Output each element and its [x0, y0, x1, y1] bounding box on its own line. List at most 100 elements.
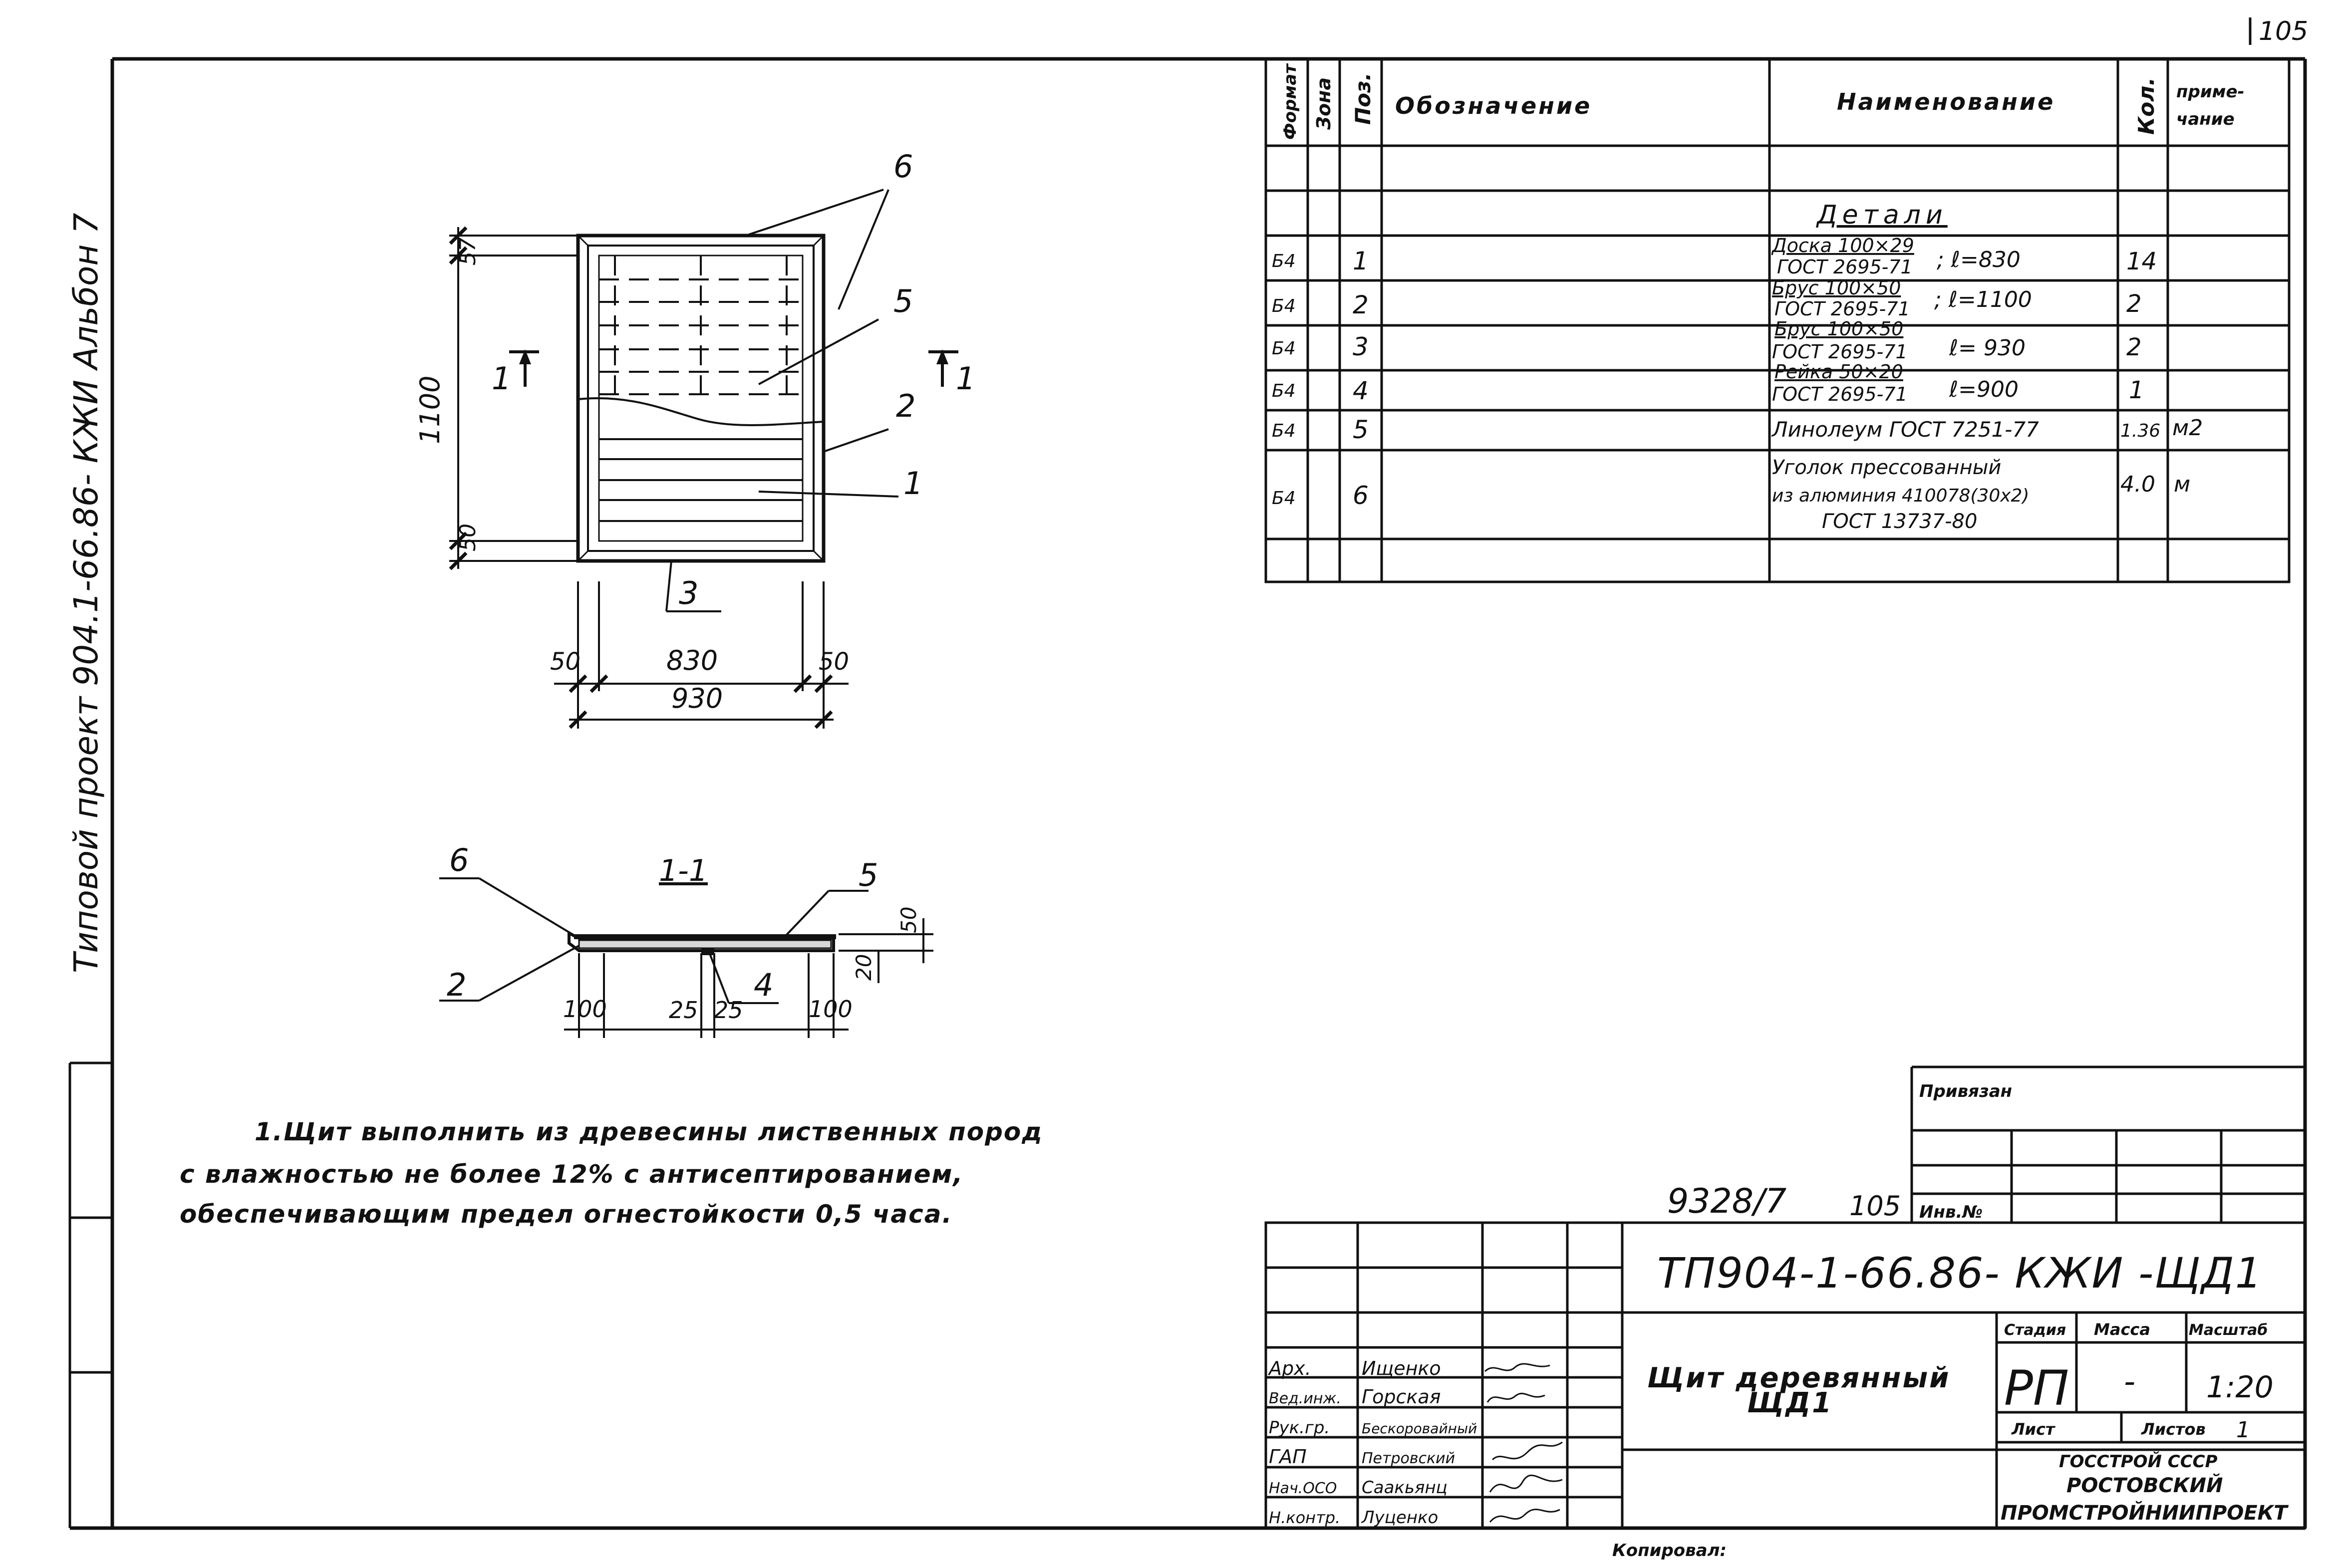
- svg-text:Б4: Б4: [1272, 338, 1296, 359]
- svg-text:4: 4: [1353, 376, 1369, 405]
- col-zone: Зона: [1313, 77, 1335, 130]
- document-name: Щит деревянный: [1647, 1362, 1950, 1394]
- svg-text:1: 1: [1353, 247, 1369, 275]
- svg-text:Вед.инж.: Вед.инж.: [1269, 1390, 1341, 1407]
- svg-text:2: 2: [1353, 290, 1369, 319]
- svg-text:4.0: 4.0: [2120, 472, 2155, 497]
- svg-text:Б4: Б4: [1272, 421, 1296, 441]
- svg-text:5: 5: [893, 283, 913, 319]
- binding-label: Привязан: [1919, 1081, 2012, 1101]
- scale-label: Масштаб: [2189, 1321, 2268, 1339]
- note-line: обеспечивающим предел огнестойкости 0,5 …: [180, 1200, 952, 1229]
- general-notes: 1.Щит выполнить из древесины лиственных …: [180, 1117, 1043, 1229]
- sheets-value: 1: [2236, 1417, 2250, 1443]
- svg-text:Уголок прессованный: Уголок прессованный: [1772, 456, 2001, 479]
- copied-by: Копировал:: [1612, 1541, 1727, 1561]
- svg-text:4: 4: [754, 967, 773, 1003]
- svg-text:Линолеум ГОСТ 7251-77: Линолеум ГОСТ 7251-77: [1771, 417, 2039, 442]
- svg-text:; ℓ=1100: ; ℓ=1100: [1934, 287, 2032, 312]
- col-designation: Обозначение: [1395, 92, 1592, 119]
- svg-text:1.36: 1.36: [2120, 421, 2160, 441]
- svg-text:ГОСТ 2695-71: ГОСТ 2695-71: [1772, 341, 1908, 363]
- svg-text:; ℓ=830: ; ℓ=830: [1937, 247, 2021, 272]
- col-qty: Кол.: [2134, 77, 2159, 135]
- svg-text:Бескоровайный: Бескоровайный: [1362, 1420, 1477, 1437]
- svg-text:ℓ=900: ℓ=900: [1949, 377, 2019, 402]
- spec-section-title: Детали: [1816, 200, 1948, 230]
- svg-text:25: 25: [714, 997, 743, 1024]
- svg-text:830: 830: [666, 645, 718, 676]
- side-stamp: Типовой проект 904.1-66.86- КЖИ Альбон 7: [67, 213, 105, 973]
- svg-text:57: 57: [455, 238, 481, 265]
- sheet-label: Лист: [2011, 1420, 2056, 1439]
- svg-text:м2: м2: [2172, 415, 2203, 441]
- svg-text:Горская: Горская: [1362, 1386, 1441, 1408]
- document-name-mark: ЩД1: [1747, 1387, 1833, 1419]
- stage-value: РП: [2004, 1360, 2069, 1416]
- svg-text:из алюминия 410078(30x2): из алюминия 410078(30x2): [1772, 486, 2029, 506]
- col-format: Формат: [1280, 63, 1300, 140]
- svg-text:Брус 100×50: Брус 100×50: [1774, 318, 1903, 340]
- svg-text:Нач.ОСО: Нач.ОСО: [1269, 1480, 1337, 1497]
- col-note-2: чание: [2176, 109, 2235, 129]
- svg-text:50: 50: [896, 907, 921, 933]
- scale-value: 1:20: [2206, 1370, 2274, 1405]
- svg-text:1: 1: [903, 465, 923, 502]
- svg-text:ГАП: ГАП: [1269, 1446, 1307, 1468]
- title-block: ТП904-1-66.86- КЖИ -ЩД1 Щит деревянный Щ…: [1264, 1221, 2307, 1530]
- svg-text:1: 1: [2129, 376, 2144, 404]
- svg-text:Брус 100×50: Брус 100×50: [1772, 277, 1901, 299]
- svg-text:Ищенко: Ищенко: [1362, 1357, 1441, 1379]
- spec-row: Б4 3 Брус 100×50 ГОСТ 2695-71 ℓ= 930 2: [1272, 318, 2142, 363]
- col-pos: Поз.: [1351, 73, 1375, 125]
- section-mark-left: 1: [492, 360, 511, 397]
- svg-text:Б4: Б4: [1272, 251, 1296, 271]
- note-line: 1.Щит выполнить из древесины лиственных …: [255, 1117, 1043, 1146]
- inventory-label: Инв.№: [1919, 1202, 1983, 1222]
- svg-text:Рейка 50×20: Рейка 50×20: [1774, 361, 1903, 383]
- signer-row: Арх. Ищенко: [1267, 1357, 1550, 1379]
- svg-text:3: 3: [679, 575, 698, 611]
- svg-text:50: 50: [550, 648, 581, 676]
- col-name: Наименование: [1837, 88, 2055, 115]
- svg-text:Б4: Б4: [1272, 381, 1296, 401]
- document-code: ТП904-1-66.86- КЖИ -ЩД1: [1657, 1249, 2263, 1298]
- svg-text:ℓ= 930: ℓ= 930: [1949, 335, 2026, 361]
- org-line: РОСТОВСКИЙ: [2066, 1473, 2223, 1497]
- spec-row: Б4 5 Линолеум ГОСТ 7251-77 1.36 м2: [1272, 415, 2203, 444]
- spec-row: Б4 1 Доска 100×29 ГОСТ 2695-71 ; ℓ=830 1…: [1272, 235, 2157, 278]
- signer-row: Вед.инж. Горская: [1269, 1386, 1545, 1408]
- svg-text:1100: 1100: [414, 376, 446, 444]
- svg-text:14: 14: [2126, 248, 2157, 275]
- svg-text:Арх.: Арх.: [1267, 1357, 1311, 1379]
- svg-text:ГОСТ 2695-71: ГОСТ 2695-71: [1772, 383, 1908, 405]
- org-line: ГОССТРОЙ СССР: [2059, 1451, 2218, 1472]
- org-line: ПРОМСТРОЙНИИПРОЕКТ: [2001, 1501, 2289, 1525]
- svg-text:2: 2: [2126, 333, 2142, 361]
- svg-text:Н.контр.: Н.контр.: [1269, 1508, 1340, 1527]
- svg-text:Рук.гр.: Рук.гр.: [1269, 1418, 1330, 1438]
- svg-text:Луценко: Луценко: [1361, 1508, 1438, 1528]
- svg-text:2: 2: [896, 388, 915, 424]
- section-title: 1-1: [659, 853, 708, 888]
- spec-row: Б4 6 Уголок прессованный из алюминия 410…: [1272, 456, 2190, 533]
- svg-text:Петровский: Петровский: [1362, 1450, 1455, 1467]
- panel-plan-view: 6 5 2 1 3 1 1 57 1100: [414, 148, 975, 729]
- svg-text:2: 2: [2126, 290, 2142, 318]
- svg-text:50: 50: [819, 648, 849, 676]
- section-mark-right: 1: [956, 360, 975, 397]
- svg-text:3: 3: [1353, 332, 1369, 361]
- svg-text:6: 6: [1353, 481, 1369, 510]
- svg-text:ГОСТ 2695-71: ГОСТ 2695-71: [1777, 256, 1913, 278]
- svg-text:100: 100: [809, 996, 853, 1023]
- svg-text:Б4: Б4: [1272, 296, 1296, 316]
- svg-text:50: 50: [455, 523, 481, 551]
- svg-text:2: 2: [447, 967, 466, 1003]
- note-line: с влажностью не более 12% с антисептиров…: [180, 1160, 963, 1189]
- signer-row: Н.контр. Луценко: [1269, 1508, 1560, 1528]
- sheet-number: 105: [2259, 16, 2308, 46]
- archive-num: 105: [1849, 1190, 1901, 1222]
- svg-text:20: 20: [852, 954, 876, 981]
- svg-text:Саакьянц: Саакьянц: [1362, 1478, 1448, 1498]
